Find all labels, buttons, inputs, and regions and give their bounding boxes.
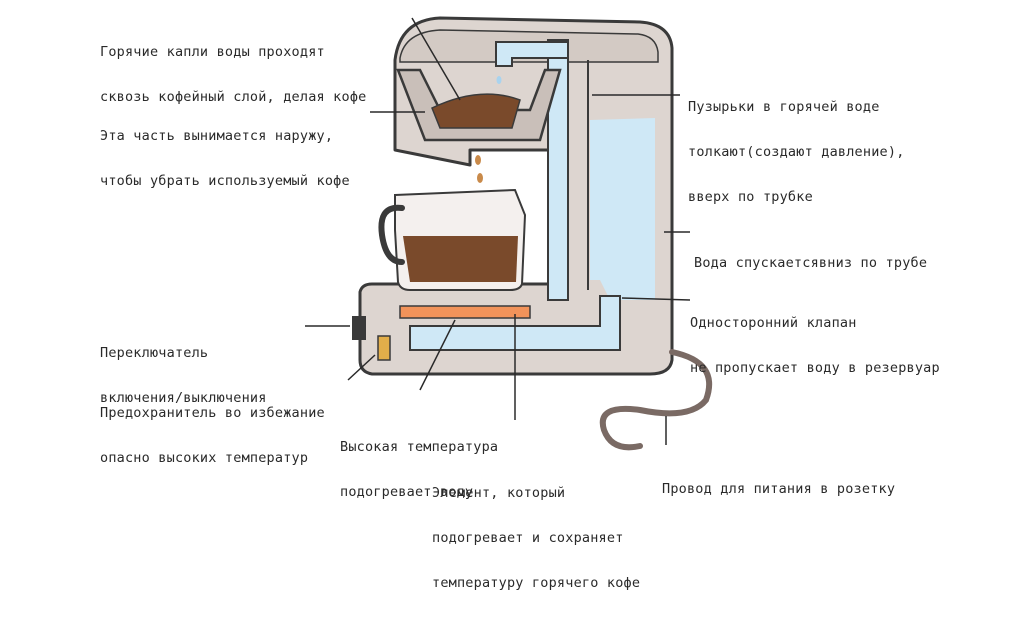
label-line: Предохранитель во избежание — [100, 405, 325, 421]
label-line: Высокая температура — [340, 439, 499, 455]
label-high-temp: Высокая температура подогревает воду — [340, 410, 498, 530]
heater-element — [399, 305, 531, 319]
label-line: подогревает воду — [340, 484, 474, 500]
drip — [477, 173, 483, 183]
label-line: температуру горячего кофе — [432, 575, 641, 591]
up-tube — [547, 39, 569, 301]
label-line: Вода спускаетсявниз по трубе — [694, 255, 928, 271]
label-line: Переключатель — [100, 345, 209, 361]
label-switch: Переключатель включения/выключения — [100, 316, 267, 436]
arrow-fuse — [347, 354, 376, 381]
label-line: включения/выключения — [100, 390, 267, 406]
fuse — [377, 335, 391, 361]
label-line: Горячие капли воды проходят — [100, 44, 325, 60]
power-switch — [352, 316, 366, 340]
label-removable-part: Эта часть вынимается наружу, чтобы убрат… — [100, 99, 350, 219]
label-line: толкают(создают давление), — [688, 144, 905, 160]
label-line: Односторонний клапан — [690, 315, 857, 331]
label-line: опасно высоких температур — [100, 450, 309, 466]
label-line: Провод для питания в розетку — [662, 481, 896, 497]
carafe-handle — [378, 204, 405, 265]
power-cord — [599, 349, 713, 451]
label-line: Элемент, который — [432, 485, 566, 501]
label-line: подогревает и сохраняет — [432, 530, 624, 546]
arrow-high-temp — [419, 319, 456, 391]
lower-tube — [409, 295, 621, 351]
label-hot-drops: Горячие капли воды проходят сквозь кофей… — [100, 15, 367, 135]
label-line: чтобы убрать используемый кофе — [100, 173, 350, 189]
label-line: Эта часть вынимается наружу, — [100, 128, 334, 144]
label-power-cord: Провод для питания в розетку — [662, 452, 895, 527]
arrow-check-valve — [621, 297, 691, 301]
label-warming-element: Элемент, который подогревает и сохраняет… — [432, 456, 640, 621]
top-tube — [495, 41, 569, 67]
label-bubbles: Пузырьки в горячей воде толкают(создают … — [688, 70, 905, 235]
arrow-hot-drops — [411, 17, 461, 101]
label-fuse: Предохранитель во избежание опасно высок… — [100, 376, 325, 496]
drip — [475, 155, 481, 165]
drip — [496, 76, 502, 84]
label-line: вверх по трубке — [688, 189, 813, 205]
coffee-maker-diagram: Горячие капли воды проходят сквозь кофей… — [100, 15, 940, 591]
label-water-down: Вода спускаетсявниз по трубе — [694, 226, 927, 301]
carafe-coffee — [403, 236, 518, 282]
coffee-maker-illustration — [305, 16, 713, 451]
water-reservoir — [590, 118, 655, 300]
label-line: Пузырьки в горячей воде — [688, 99, 880, 115]
coffee-grounds — [431, 93, 521, 129]
label-line: сквозь кофейный слой, делая кофе — [100, 89, 367, 105]
label-check-valve: Односторонний клапан не пропускает воду … — [690, 286, 940, 406]
label-line: не пропускает воду в резервуар — [690, 360, 940, 376]
